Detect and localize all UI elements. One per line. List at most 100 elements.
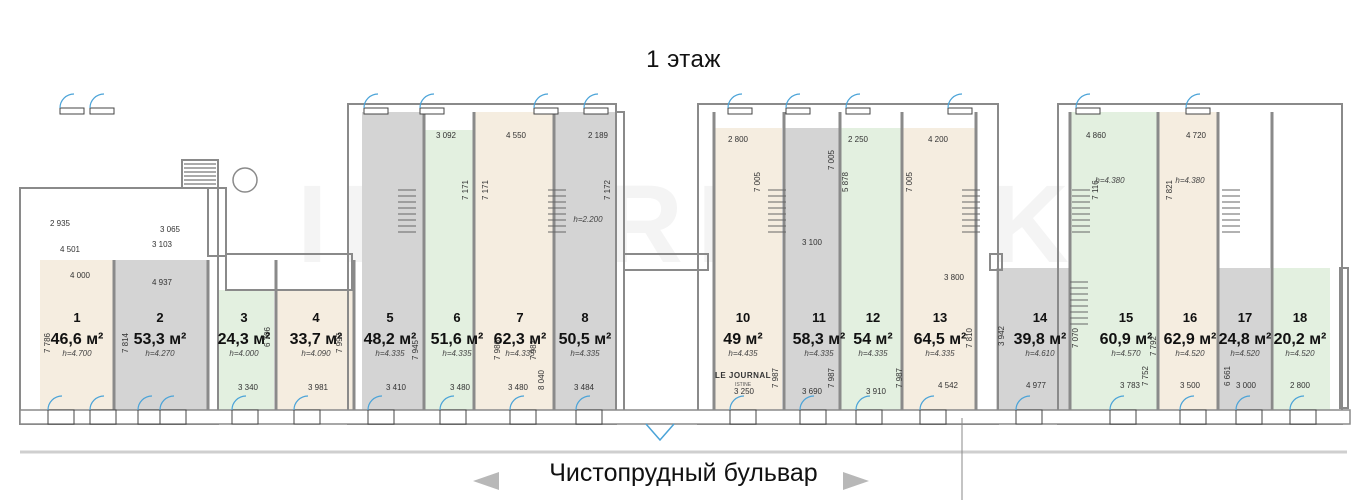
unit-area-12: 54 м² bbox=[853, 331, 892, 348]
unit-height-10: h=4.435 bbox=[728, 349, 758, 358]
dimension-h: 2 250 bbox=[848, 135, 869, 144]
dimension-v: 7 116 bbox=[1091, 180, 1100, 200]
unit-number-10: 10 bbox=[736, 310, 750, 325]
dimension-h: 2 189 bbox=[588, 131, 609, 140]
dimension-v: 7 987 bbox=[827, 367, 836, 388]
unit-number-12: 12 bbox=[866, 310, 880, 325]
dimension-h: 3 484 bbox=[574, 383, 595, 392]
unit-room-2 bbox=[114, 260, 208, 410]
column-round bbox=[232, 167, 258, 193]
unit-number-3: 3 bbox=[240, 310, 247, 325]
extra-height-label: h=4.380 bbox=[1175, 176, 1205, 185]
dimension-v: 7 005 bbox=[827, 149, 836, 170]
unit-height-1: h=4.700 bbox=[62, 349, 92, 358]
window-top bbox=[583, 107, 609, 115]
dimension-h: 3 500 bbox=[1180, 381, 1201, 390]
dimension-h: 4 200 bbox=[928, 135, 949, 144]
unit-room-13 bbox=[902, 128, 976, 410]
unit-room-10 bbox=[714, 128, 782, 410]
door-swing-icon bbox=[509, 395, 525, 411]
unit-number-11: 11 bbox=[812, 310, 826, 325]
dimension-v: 7 171 bbox=[461, 179, 470, 200]
door-swing-icon bbox=[947, 93, 963, 109]
dimension-v: 7 810 bbox=[965, 327, 974, 348]
dimension-v: 7 987 bbox=[895, 367, 904, 388]
window-facade bbox=[1015, 409, 1043, 425]
dimension-h: 4 720 bbox=[1186, 131, 1207, 140]
window-facade bbox=[799, 409, 827, 425]
window-top bbox=[419, 107, 445, 115]
unit-number-1: 1 bbox=[73, 310, 80, 325]
window-top bbox=[785, 107, 811, 115]
wall-segment bbox=[989, 253, 1003, 271]
window-facade bbox=[1289, 409, 1317, 425]
dimension-v: 7 814 bbox=[121, 332, 130, 353]
window-facade bbox=[439, 409, 467, 425]
unit-height-2: h=4.270 bbox=[145, 349, 175, 358]
window-facade bbox=[1235, 409, 1263, 425]
unit-area-1: 46,6 м² bbox=[51, 331, 104, 348]
tenant-logo: LE JOURNAL bbox=[715, 371, 771, 380]
dimension-h: 3 690 bbox=[802, 387, 823, 396]
unit-room-5 bbox=[362, 112, 424, 410]
window-facade bbox=[729, 409, 757, 425]
facade-strip bbox=[19, 409, 1351, 425]
door-swing-icon bbox=[89, 395, 105, 411]
dimension-h: 3 340 bbox=[238, 383, 259, 392]
unit-rooms bbox=[40, 112, 1330, 410]
unit-height-14: h=4.610 bbox=[1025, 349, 1055, 358]
dimension-v: 7 786 bbox=[43, 332, 52, 353]
unit-height-5: h=4.335 bbox=[375, 349, 405, 358]
window-top bbox=[89, 107, 115, 115]
unit-room-18 bbox=[1272, 268, 1330, 410]
window-facade bbox=[367, 409, 395, 425]
door-swing-icon bbox=[1109, 395, 1125, 411]
building-structure bbox=[19, 93, 1351, 500]
unit-height-13: h=4.335 bbox=[925, 349, 955, 358]
dimension-h: 4 977 bbox=[1026, 381, 1047, 390]
unit-area-17: 24,8 м² bbox=[1219, 331, 1272, 348]
window-top bbox=[533, 107, 559, 115]
dimension-h: 3 981 bbox=[308, 383, 329, 392]
unit-room-16 bbox=[1158, 112, 1218, 410]
door-swing-icon bbox=[137, 395, 153, 411]
dimension-h: 2 935 bbox=[50, 219, 71, 228]
unit-height-7: h=4.335 bbox=[505, 349, 535, 358]
dimension-v: 7 171 bbox=[481, 179, 490, 200]
dimension-v: 7 821 bbox=[1165, 179, 1174, 200]
door-swing-icon bbox=[59, 93, 75, 109]
extra-height-label: h=2.200 bbox=[573, 215, 603, 224]
door-swing-icon bbox=[1289, 395, 1305, 411]
door-swing-icon bbox=[727, 93, 743, 109]
unit-area-13: 64,5 м² bbox=[914, 331, 967, 348]
arrow-right-icon bbox=[843, 472, 869, 490]
unit-area-3: 24,3 м² bbox=[218, 331, 271, 348]
unit-number-6: 6 bbox=[453, 310, 460, 325]
dimension-v: 7 982 bbox=[529, 339, 538, 360]
unit-height-6: h=4.335 bbox=[442, 349, 472, 358]
dimension-h: 3 103 bbox=[152, 240, 173, 249]
dimension-v: 7 070 bbox=[1071, 327, 1080, 348]
extra-height-label: h=4.380 bbox=[1095, 176, 1125, 185]
unit-number-7: 7 bbox=[516, 310, 523, 325]
dimension-h: 4 000 bbox=[70, 271, 91, 280]
dimension-h: 3 480 bbox=[508, 383, 529, 392]
dimension-h: 4 501 bbox=[60, 245, 81, 254]
window-top bbox=[845, 107, 871, 115]
door-swing-icon bbox=[231, 395, 247, 411]
unit-area-7: 62,3 м² bbox=[494, 331, 547, 348]
dimension-v: 5 878 bbox=[841, 171, 850, 192]
unit-height-15: h=4.570 bbox=[1111, 349, 1141, 358]
unit-area-18: 20,2 м² bbox=[1274, 331, 1327, 348]
unit-room-1 bbox=[40, 260, 114, 410]
door-swing-icon bbox=[363, 93, 379, 109]
floor-title: 1 этаж bbox=[646, 46, 721, 73]
unit-room-17 bbox=[1218, 268, 1270, 410]
unit-height-16: h=4.520 bbox=[1175, 349, 1205, 358]
dimension-v: 6 706 bbox=[263, 326, 272, 347]
unit-number-16: 16 bbox=[1183, 310, 1197, 325]
unit-height-18: h=4.520 bbox=[1285, 349, 1315, 358]
door-swing-icon bbox=[159, 395, 175, 411]
unit-area-8: 50,5 м² bbox=[559, 331, 612, 348]
